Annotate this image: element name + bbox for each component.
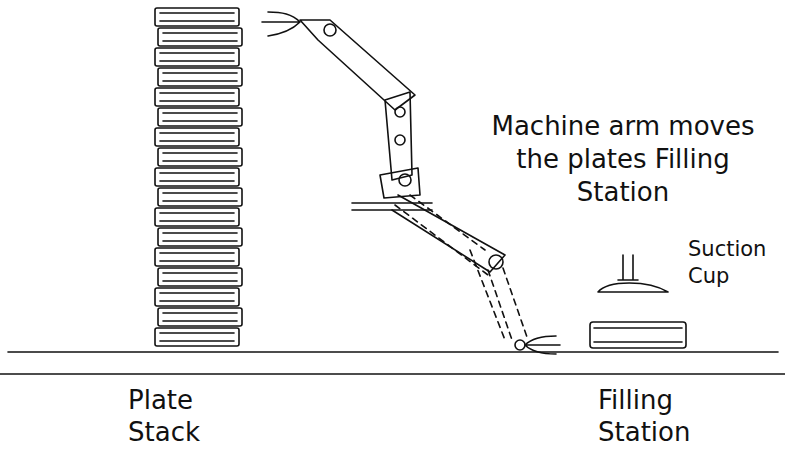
part-label: Suction Cup bbox=[688, 236, 780, 290]
annotation-note: Machine arm moves the plates Filling Sta… bbox=[478, 110, 768, 209]
plate-stack bbox=[155, 8, 242, 346]
station-label: Plate Stack bbox=[128, 384, 238, 448]
station-label: Filling Station bbox=[598, 384, 738, 448]
